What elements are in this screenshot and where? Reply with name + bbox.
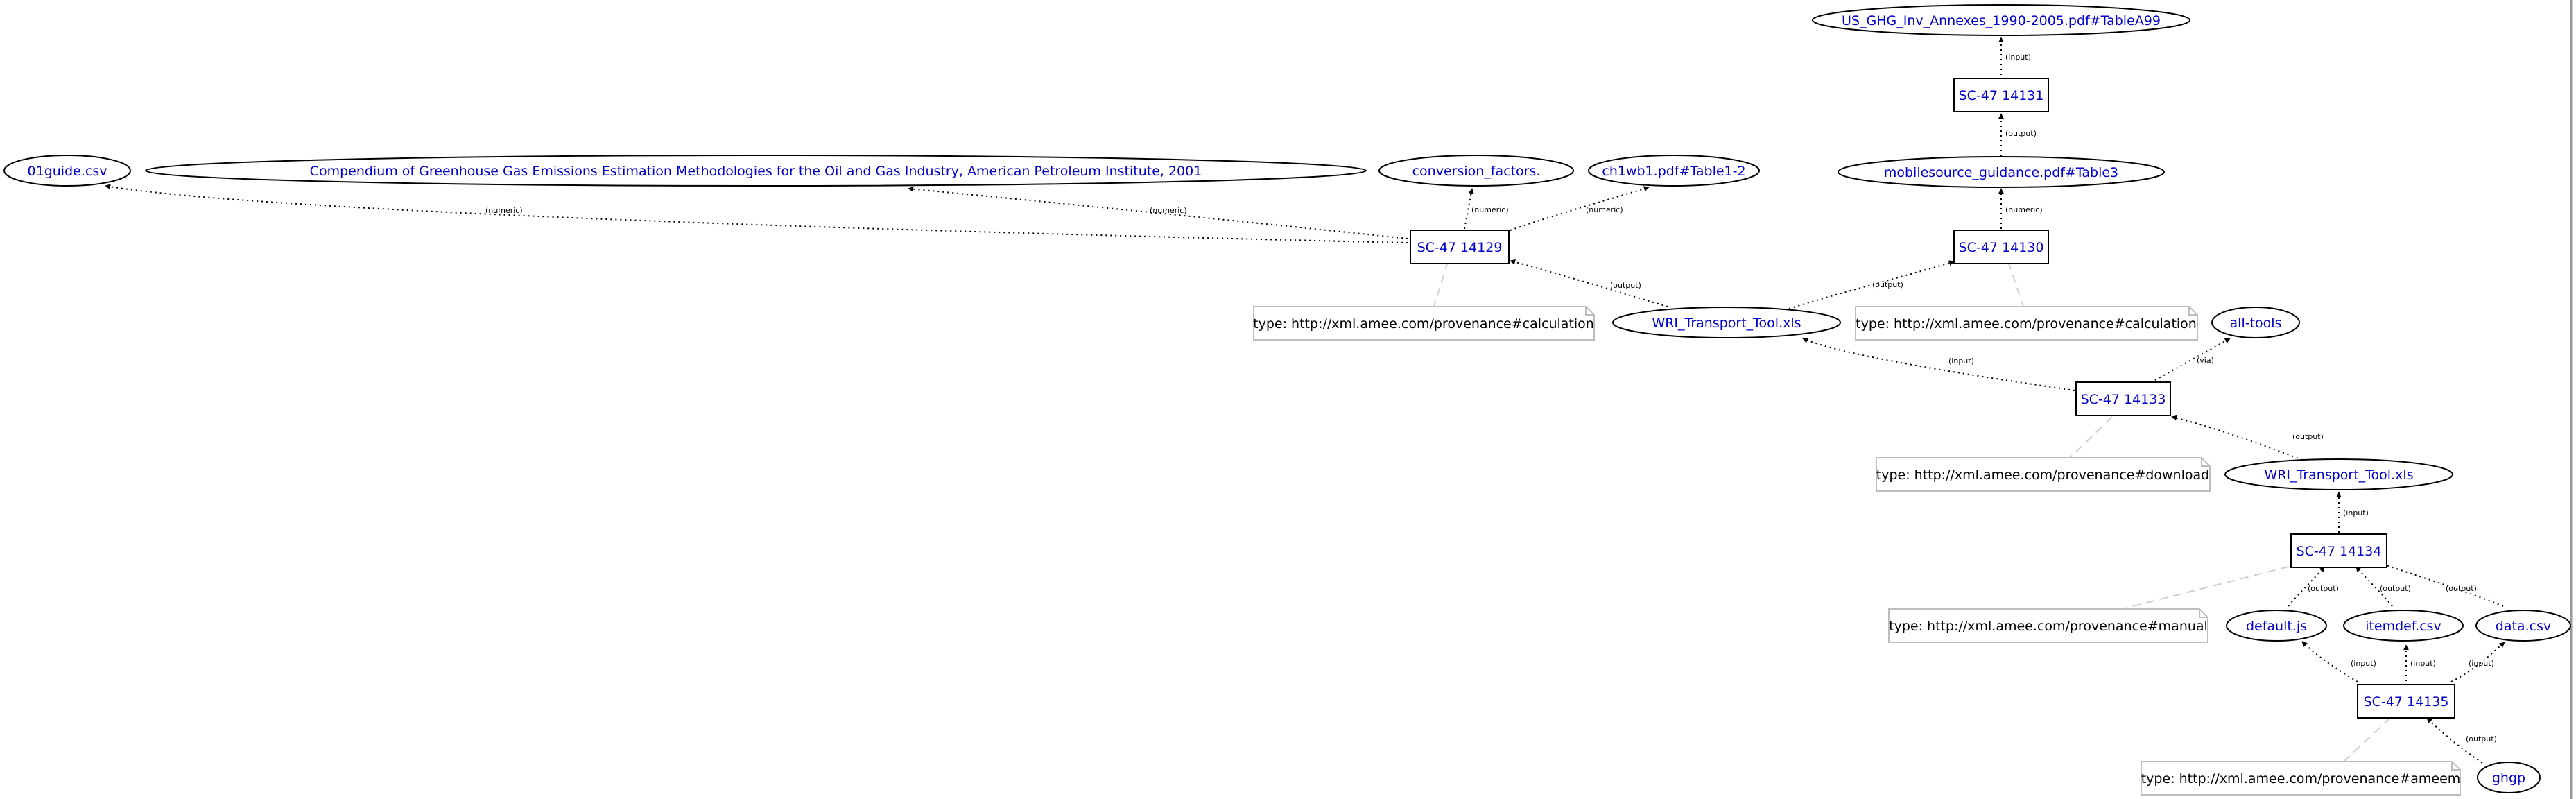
note-text: type: http://xml.amee.com/provenance#ame… — [2141, 771, 2461, 787]
edge-14129-01guide: (numeric) — [105, 184, 1408, 243]
edge-label: (input) — [2005, 53, 2031, 62]
entity-us-ghg-annexes[interactable]: US_GHG_Inv_Annexes_1990-2005.pdf#TableA9… — [1812, 4, 2190, 36]
note-manual-14134: type: http://xml.amee.com/provenance#man… — [1888, 608, 2208, 643]
activity-sc47-14133[interactable]: SC-47 14133 — [2075, 381, 2171, 416]
activity-sc47-14129[interactable]: SC-47 14129 — [1410, 230, 1510, 264]
edge-label: (output) — [2380, 584, 2411, 593]
edge-label: (output) — [2005, 129, 2037, 138]
node-label: ch1wb1.pdf#Table1-2 — [1602, 164, 1745, 179]
edge-label: (input) — [2351, 659, 2376, 668]
edge-14134-wri2: (input) — [2336, 492, 2369, 533]
edge-defaultjs-14134: (output) — [2288, 566, 2339, 607]
note-text: type: http://xml.amee.com/provenance#man… — [1889, 619, 2208, 634]
note-calculation-14130: type: http://xml.amee.com/provenance#cal… — [1855, 306, 2198, 341]
edge-label: (output) — [2446, 584, 2477, 593]
entity-ghgp[interactable]: ghgp — [2477, 762, 2541, 793]
entity-ch1wb1-table[interactable]: ch1wb1.pdf#Table1-2 — [1588, 155, 1760, 187]
node-label: SC-47 14135 — [2364, 694, 2449, 710]
node-label: 01guide.csv — [28, 164, 107, 179]
edge-label: (numeric) — [1471, 205, 1509, 214]
edge-14135-itemdef: (input) — [2403, 644, 2436, 681]
edge-14133-alltools: (via) — [2154, 338, 2231, 381]
entity-conversion-factors[interactable]: conversion_factors. — [1378, 155, 1574, 187]
edge-label: (via) — [2197, 356, 2214, 365]
edge-14133-wri1: (input) — [1802, 338, 2075, 391]
activity-sc47-14130[interactable]: SC-47 14130 — [1953, 230, 2049, 264]
edge-14129-ch1wb1: (numeric) — [1510, 186, 1650, 231]
edge-mobilesource-14131: (output) — [1998, 113, 2037, 156]
node-label: conversion_factors. — [1412, 164, 1541, 179]
node-label: SC-47 14131 — [1959, 88, 2044, 103]
note-connector-manual — [2121, 562, 2303, 610]
node-label: itemdef.csv — [2365, 619, 2441, 634]
note-connector-ameem — [2343, 717, 2391, 762]
entity-01guide-csv[interactable]: 01guide.csv — [3, 155, 131, 187]
note-download-14133: type: http://xml.amee.com/provenance#dow… — [1876, 457, 2211, 492]
entity-default-js[interactable]: default.js — [2226, 610, 2327, 642]
edge-label: (output) — [1610, 281, 1641, 290]
edge-14135-defaultjs: (input) — [2301, 641, 2376, 682]
node-label: WRI_Transport_Tool.xls — [2264, 467, 2413, 483]
node-label: ghgp — [2492, 771, 2525, 786]
edge-14131-usghg: (input) — [1998, 37, 2031, 75]
note-calculation-14129: type: http://xml.amee.com/provenance#cal… — [1253, 306, 1595, 341]
entity-data-csv[interactable]: data.csv — [2475, 610, 2571, 642]
note-connector-calc2 — [2007, 261, 2024, 307]
note-connector-calc1 — [1433, 261, 1449, 307]
edge-wri1-14130: (output) — [1788, 260, 1955, 309]
entity-all-tools[interactable]: all-tools — [2211, 307, 2300, 338]
edge-ghgp-14135: (output) — [2426, 717, 2497, 764]
edge-14129-compendium: (numeric) — [908, 186, 1408, 239]
note-ameem-14135: type: http://xml.amee.com/provenance#ame… — [2141, 761, 2461, 796]
node-label: data.csv — [2496, 619, 2551, 634]
edge-datacsv-14134: (output) — [2379, 562, 2504, 607]
activity-sc47-14135[interactable]: SC-47 14135 — [2357, 684, 2455, 719]
edge-label: (output) — [2308, 584, 2339, 593]
edge-itemdef-14134: (output) — [2355, 566, 2411, 607]
edge-14129-conversion: (numeric) — [1464, 188, 1509, 230]
edge-label: (numeric) — [1150, 206, 1187, 215]
node-label: SC-47 14129 — [1417, 240, 1503, 255]
note-text: type: http://xml.amee.com/provenance#cal… — [1856, 316, 2197, 332]
node-label: Compendium of Greenhouse Gas Emissions E… — [310, 164, 1202, 179]
edge-label: (output) — [1872, 280, 1903, 289]
edge-label: (numeric) — [2005, 205, 2043, 214]
entity-itemdef-csv[interactable]: itemdef.csv — [2343, 610, 2464, 642]
edge-label: (output) — [2466, 734, 2497, 744]
node-label: US_GHG_Inv_Annexes_1990-2005.pdf#TableA9… — [1842, 13, 2161, 28]
edge-14135-datacsv: (input) — [2450, 642, 2505, 682]
edge-label: (input) — [1948, 356, 1974, 366]
note-text: type: http://xml.amee.com/provenance#cal… — [1253, 316, 1594, 332]
activity-sc47-14134[interactable]: SC-47 14134 — [2290, 533, 2387, 568]
entity-wri-transport-tool-2[interactable]: WRI_Transport_Tool.xls — [2224, 458, 2453, 490]
node-label: all-tools — [2230, 316, 2282, 331]
note-text: type: http://xml.amee.com/provenance#dow… — [1876, 467, 2209, 483]
entity-mobilesource-guidance[interactable]: mobilesource_guidance.pdf#Table3 — [1838, 156, 2165, 188]
edge-wri1-14129: (output) — [1510, 259, 1668, 307]
edge-label: (numeric) — [1586, 205, 1623, 214]
entity-wri-transport-tool-1[interactable]: WRI_Transport_Tool.xls — [1612, 307, 1841, 338]
node-label: SC-47 14134 — [2297, 544, 2382, 559]
node-label: SC-47 14130 — [1959, 240, 2044, 255]
entity-compendium-api-2001[interactable]: Compendium of Greenhouse Gas Emissions E… — [145, 155, 1367, 187]
node-label: default.js — [2246, 619, 2307, 634]
edge-label: (numeric) — [485, 206, 523, 215]
edge-14130-mobilesource: (numeric) — [1998, 188, 2043, 229]
node-label: SC-47 14133 — [2081, 392, 2166, 407]
edge-wri2-14133: (output) — [2171, 415, 2324, 461]
note-connector-download — [2069, 416, 2113, 458]
edge-label: (input) — [2469, 659, 2494, 668]
node-label: mobilesource_guidance.pdf#Table3 — [1884, 165, 2118, 180]
edge-label: (input) — [2410, 659, 2436, 668]
edge-label: (input) — [2343, 508, 2369, 517]
edge-label: (output) — [2292, 432, 2324, 441]
activity-sc47-14131[interactable]: SC-47 14131 — [1953, 78, 2049, 112]
node-label: WRI_Transport_Tool.xls — [1652, 316, 1801, 331]
